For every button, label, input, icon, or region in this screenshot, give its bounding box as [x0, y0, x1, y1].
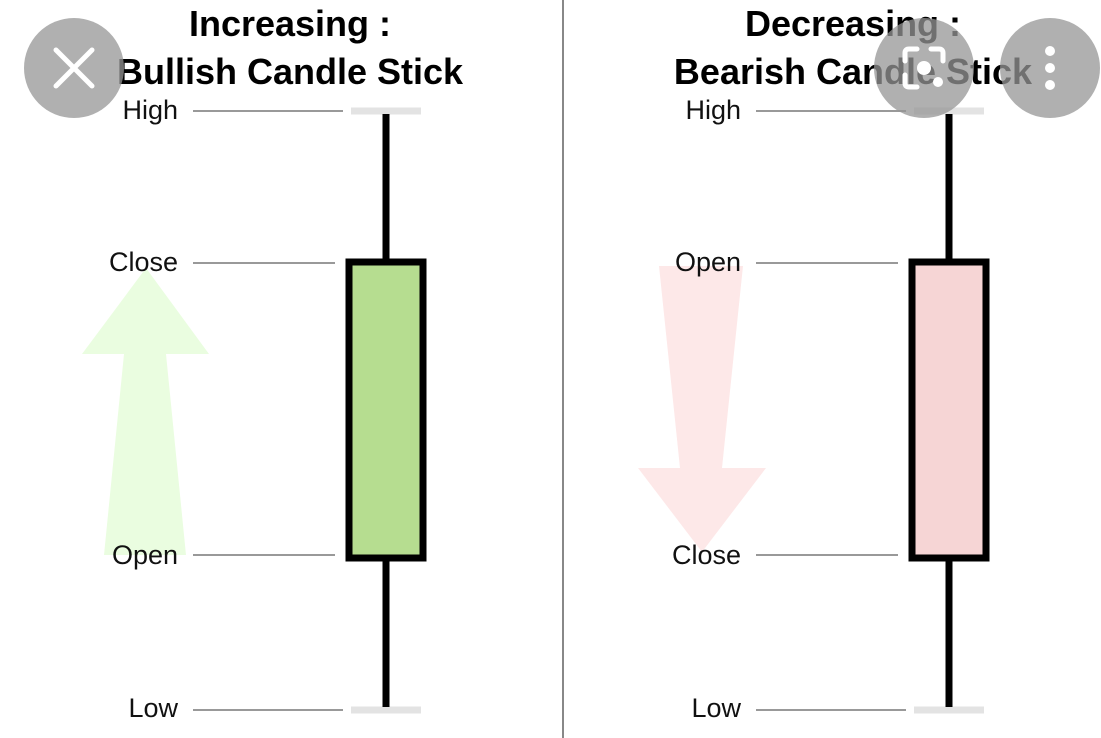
bullish-leader-lines	[193, 110, 343, 711]
close-button[interactable]	[24, 18, 124, 118]
lens-icon	[902, 46, 946, 90]
close-icon	[53, 47, 95, 89]
bearish-candle-body	[908, 258, 990, 562]
bullish-cap-ticks	[351, 107, 421, 714]
bullish-label-open: Open	[111, 540, 178, 570]
bearish-leader-lines	[756, 110, 906, 711]
up-arrow-icon	[82, 268, 209, 555]
bearish-label-high: High	[685, 95, 741, 125]
bullish-label-low: Low	[128, 693, 178, 723]
lens-button[interactable]	[874, 18, 974, 118]
more-vertical-icon	[1045, 46, 1055, 90]
bullish-title: Increasing : Bullish Candle Stick	[10, 0, 570, 96]
bullish-title-line2: Bullish Candle Stick	[116, 51, 464, 92]
down-arrow-icon	[638, 266, 766, 552]
bearish-label-close: Close	[671, 540, 741, 570]
bullish-title-line1: Increasing :	[188, 3, 392, 44]
bearish-label-open: Open	[674, 247, 741, 277]
bullish-candle-body	[345, 258, 427, 562]
bullish-label-close: Close	[108, 247, 178, 277]
bullish-label-high: High	[122, 95, 178, 125]
more-options-button[interactable]	[1000, 18, 1100, 118]
bearish-label-low: Low	[691, 693, 741, 723]
